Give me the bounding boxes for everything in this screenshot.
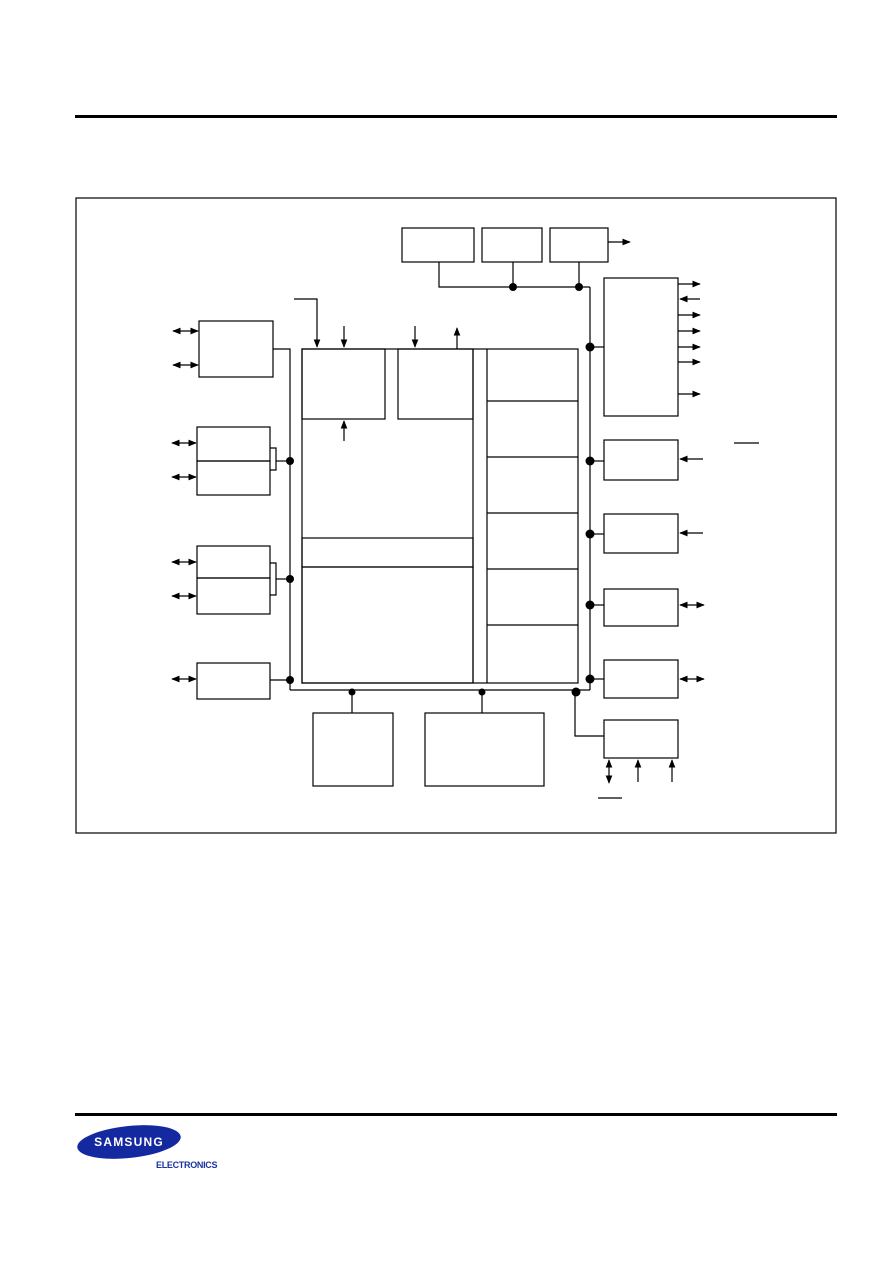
left-block-2a xyxy=(196,426,271,462)
logo-text: SAMSUNG xyxy=(94,1135,164,1149)
bottom-block-2 xyxy=(424,712,545,787)
core-block-1 xyxy=(301,348,386,420)
footer-rule xyxy=(75,1113,837,1116)
core-block-2 xyxy=(397,348,474,420)
samsung-logo: SAMSUNG xyxy=(77,1125,181,1159)
junction-dot xyxy=(585,600,595,610)
right-block-5 xyxy=(603,659,679,699)
junction-dot xyxy=(286,676,294,684)
junction-dot xyxy=(585,674,595,684)
junction-dot xyxy=(478,688,486,696)
junction-dot xyxy=(348,688,356,696)
right-block-4 xyxy=(603,588,679,627)
diagram-frame xyxy=(75,197,837,834)
right-block-2 xyxy=(603,439,679,481)
top-bus xyxy=(438,262,590,288)
junction-dot xyxy=(585,342,595,352)
top-block-3 xyxy=(549,227,609,263)
logo-subtitle: ELECTRONICS xyxy=(156,1160,218,1170)
core-lower xyxy=(301,566,474,684)
junction-dot xyxy=(585,529,595,539)
left-block-1 xyxy=(198,320,274,378)
right-block-3 xyxy=(603,513,679,554)
junction-dot xyxy=(585,456,595,466)
left-block-3b xyxy=(196,577,271,615)
left-block-4 xyxy=(196,662,271,700)
bottom-block-1 xyxy=(312,712,394,787)
core-input-arrow xyxy=(294,298,321,348)
right-block-6 xyxy=(603,719,679,759)
core-strip xyxy=(301,537,474,568)
junction-dot xyxy=(571,687,581,697)
top-block-1 xyxy=(401,227,475,263)
left-block-2b xyxy=(196,460,271,496)
core-frame xyxy=(301,348,579,684)
right-block-1 xyxy=(603,277,679,417)
top-block-2 xyxy=(481,227,543,263)
left-bus xyxy=(273,348,291,690)
junction-dot xyxy=(575,283,583,291)
junction-dot xyxy=(286,575,294,583)
junction-dot xyxy=(286,457,294,465)
junction-dot xyxy=(509,283,517,291)
header-rule xyxy=(75,115,837,118)
left-block-3a xyxy=(196,545,271,579)
